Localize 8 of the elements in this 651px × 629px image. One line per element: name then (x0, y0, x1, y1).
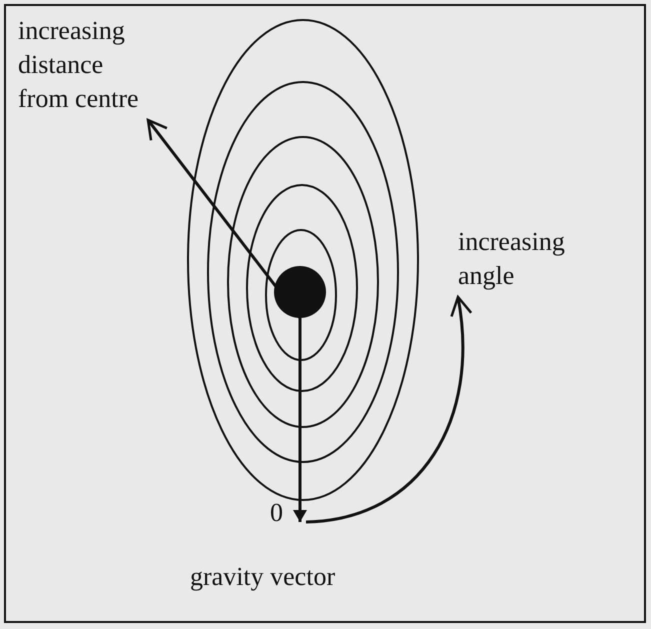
annotation-text: increasing distance from centre (18, 14, 148, 116)
annotation-text: increasing angle (458, 225, 588, 293)
curved-arrow (306, 296, 472, 524)
axis-label: 0 (270, 497, 283, 529)
distance-arrow (146, 118, 302, 319)
vector-label: gravity vector (190, 561, 336, 593)
center-dot (274, 266, 326, 318)
gravity-vector-arrow (293, 318, 307, 522)
